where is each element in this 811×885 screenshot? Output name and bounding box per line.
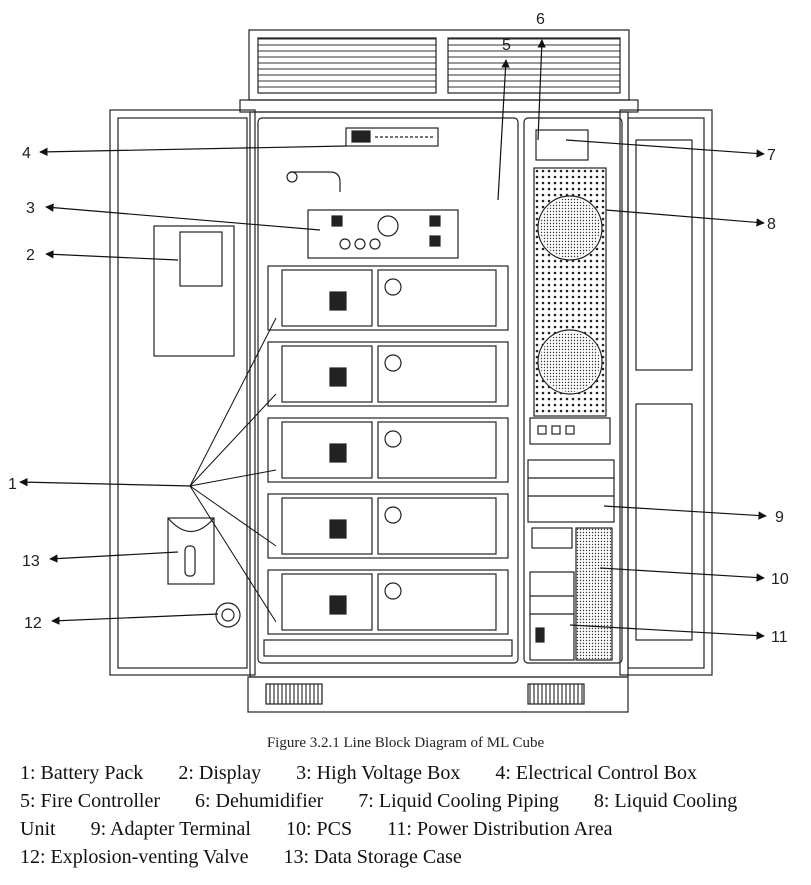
legend-item-data-storage-case: 13: Data Storage Case: [283, 846, 462, 868]
legend-item-pcs: 10: PCS: [285, 818, 353, 840]
callout-8-number: 8: [767, 216, 776, 233]
data-storage-case: [167, 517, 215, 585]
legend-item-liquid-cooling-piping: 7: Liquid Cooling Piping: [358, 790, 559, 812]
right-column: [527, 129, 615, 661]
callout-6-leader: [537, 39, 546, 141]
callout-10-leader: [599, 567, 765, 582]
right-door: [619, 109, 713, 676]
callout-3-number: 3: [26, 200, 35, 217]
ml-cube-line-diagram: 1 2 3 4 5 6 7 8 9 10 11 12 13: [8, 11, 789, 713]
legend-item-fire-controller: 5: Fire Controller: [20, 790, 160, 812]
callout-9-leader: [603, 505, 767, 520]
legend-item-battery-pack: 1: Battery Pack: [20, 762, 144, 784]
callout-9-number: 9: [775, 509, 784, 526]
callout-8-leader: [605, 209, 765, 227]
callout-2-leader: [45, 250, 179, 261]
left-door: [109, 109, 256, 676]
callout-1-number: 1: [8, 476, 17, 493]
electrical-control-box: [286, 127, 439, 192]
callout-12-number: 12: [24, 615, 42, 632]
battery-pack-3: [267, 417, 509, 483]
legend-line-3: 12: Explosion-venting Valve 13: Data Sto…: [20, 843, 795, 871]
battery-pack-1: [267, 265, 509, 331]
battery-stack: [263, 265, 513, 657]
legend-line-2: 5: Fire Controller 6: Dehumidifier 7: Li…: [20, 787, 795, 843]
callout-7-number: 7: [767, 147, 776, 164]
legend-item-display: 2: Display: [178, 762, 262, 784]
legend-item-power-distribution-area: 11: Power Distribution Area: [387, 818, 613, 840]
callout-10-number: 10: [771, 571, 789, 588]
callout-12-leader: [51, 613, 219, 625]
callout-1-leader: [19, 477, 193, 487]
callout-5-leader: [497, 59, 510, 201]
high-voltage-box: [307, 209, 459, 259]
callout-2-number: 2: [26, 247, 35, 264]
base-grilles: [265, 683, 585, 705]
display-panel: [153, 225, 235, 357]
callout-7-leader: [565, 139, 765, 158]
callout-11-number: 11: [771, 629, 788, 646]
battery-pack-2: [267, 341, 509, 407]
legend-item-explosion-venting-valve: 12: Explosion-venting Valve: [20, 846, 249, 868]
display-screen: [179, 231, 223, 287]
callout-4-number: 4: [22, 145, 31, 162]
dehumidifier: [535, 129, 589, 161]
legend-item-electrical-control-box: 4: Electrical Control Box: [495, 762, 697, 784]
explosion-venting-valve-shape: [215, 602, 241, 628]
legend-item-liquid-cooling-unit: 8: Liquid Cooling Unit: [20, 790, 738, 840]
callout-13-number: 13: [22, 553, 40, 570]
callout-4-leader: [39, 145, 347, 157]
legend-item-high-voltage-box: 3: High Voltage Box: [296, 762, 461, 784]
battery-pack-4: [267, 493, 509, 559]
roof-hood: [239, 29, 639, 113]
pcs: [575, 527, 613, 661]
battery-pack-leaders: [189, 317, 277, 623]
callout-6-number: 6: [536, 11, 545, 28]
callout-13-leader: [49, 551, 179, 563]
power-distribution-area: [529, 571, 575, 661]
figure-caption: Figure 3.2.1 Line Block Diagram of ML Cu…: [266, 735, 545, 751]
callout-11-leader: [569, 624, 765, 640]
legend-item-adapter-terminal: 9: Adapter Terminal: [90, 818, 251, 840]
battery-pack-5: [267, 569, 509, 635]
adapter-terminal: [527, 459, 615, 523]
callout-5-number: 5: [502, 37, 511, 54]
legend-line-1: 1: Battery Pack 2: Display 3: High Volta…: [20, 759, 795, 787]
callout-3-leader: [45, 203, 321, 231]
legend: 1: Battery Pack 2: Display 3: High Volta…: [20, 759, 795, 871]
legend-item-dehumidifier: 6: Dehumidifier: [194, 790, 324, 812]
